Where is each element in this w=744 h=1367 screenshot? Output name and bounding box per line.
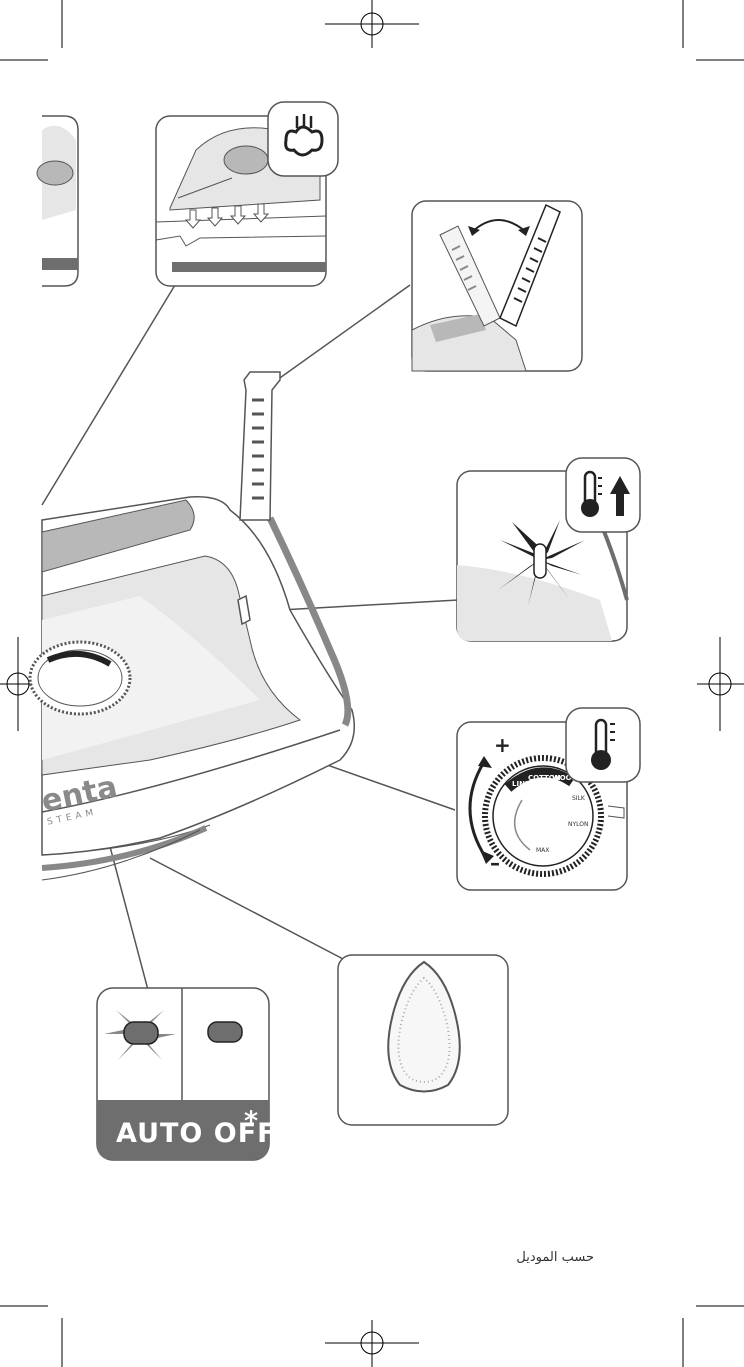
steam-iron: enta STEAM [28,371,355,881]
auto-off-light-on [123,1021,159,1045]
dial-label-nylon: NYLON [568,821,589,828]
dial-label-max: MAX [536,847,549,854]
filler-tube-panel [411,200,583,372]
thermometer-up-icon [565,457,641,533]
dial-label-linen: LINEN [512,780,536,788]
dial-label-silk: SILK [572,795,586,802]
partial-detail-panel [36,115,79,287]
thermometer-icon [565,707,641,783]
auto-off-light-off [207,1021,243,1043]
temp-dial-panel: LINEN COTTON WOOL SILK NYLON MAX + – [456,707,641,891]
auto-off-panel: AUTO OFF * [96,987,277,1161]
dial-plus-label: + [494,733,511,757]
dial-label-cotton: COTTON [528,774,561,782]
model-footnote: حسب الموديل [516,1250,594,1265]
auto-off-label: AUTO OFF [116,1118,277,1149]
heat-light-panel [456,457,641,642]
dial-label-wool: WOOL [552,774,577,782]
steam-arrows [184,203,270,229]
steam-burst-panel [155,101,339,287]
soleplate-panel [337,954,509,1126]
dial-minus-label: – [490,851,500,875]
steam-icon [267,101,339,177]
auto-off-asterisk: * [244,1106,259,1137]
